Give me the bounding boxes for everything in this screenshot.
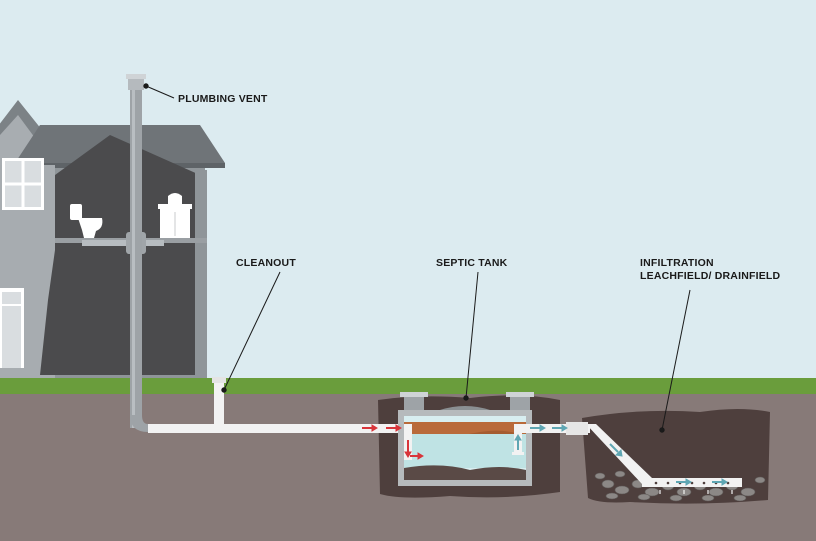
label-infiltration: INFILTRATION (640, 257, 714, 269)
drainfield-pit (582, 409, 770, 504)
house (0, 100, 225, 380)
label-cleanout: CLEANOUT (236, 257, 296, 269)
gravel-bed (594, 470, 766, 502)
label-plumbing-vent: PLUMBING VENT (178, 93, 268, 105)
flow-arrows-inlet (362, 424, 424, 460)
grass (0, 378, 816, 394)
label-leachfield-drainfield: LEACHFIELD/ DRAINFIELD (640, 270, 781, 282)
cleanout-riser (212, 377, 226, 426)
drain-drips (659, 490, 733, 494)
septic-tank (398, 392, 534, 486)
vent-stack (126, 74, 150, 432)
flow-arrows-outlet (514, 424, 728, 486)
leader-lines (143, 83, 691, 433)
label-septic-tank: SEPTIC TANK (436, 257, 508, 269)
sewer-pipe (148, 424, 406, 433)
